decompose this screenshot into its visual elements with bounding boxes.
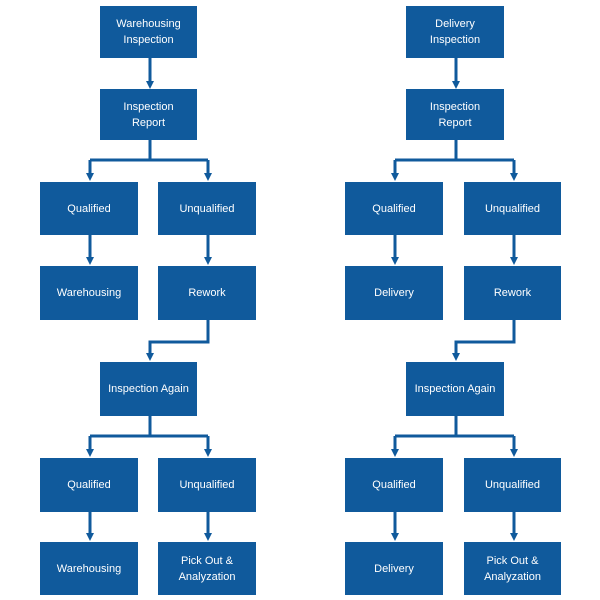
delivery-box-right-1: Delivery bbox=[345, 266, 443, 320]
rework-box-right: Rework bbox=[464, 266, 561, 320]
arrow-rework-to-again-right bbox=[452, 320, 516, 361]
warehousing-inspection-box: Warehousing Inspection bbox=[100, 6, 197, 58]
inspection-again-box-left: Inspection Again bbox=[100, 362, 197, 416]
unqualified-box-left-2: Unqualified bbox=[158, 458, 256, 512]
qualified-box-left-1: Qualified bbox=[40, 182, 138, 235]
inspection-report-box-right: Inspection Report bbox=[406, 89, 504, 140]
pick-out-box-right: Pick Out & Analyzation bbox=[464, 542, 561, 595]
pick-out-box-left: Pick Out & Analyzation bbox=[158, 542, 256, 595]
inspection-report-box-left: Inspection Report bbox=[100, 89, 197, 140]
connector-again-branch-right bbox=[393, 416, 516, 448]
delivery-inspection-box: Delivery Inspection bbox=[406, 6, 504, 58]
inspection-again-box-right: Inspection Again bbox=[406, 362, 504, 416]
unqualified-box-right-2: Unqualified bbox=[464, 458, 561, 512]
qualified-box-right-1: Qualified bbox=[345, 182, 443, 235]
warehousing-box-left-1: Warehousing bbox=[40, 266, 138, 320]
connector-again-branch-left bbox=[88, 416, 210, 448]
unqualified-box-left-1: Unqualified bbox=[158, 182, 256, 235]
delivery-box-right-2: Delivery bbox=[345, 542, 443, 595]
unqualified-box-right-1: Unqualified bbox=[464, 182, 561, 235]
rework-box-left: Rework bbox=[158, 266, 256, 320]
left-flow-connectors bbox=[86, 58, 212, 541]
qualified-box-left-2: Qualified bbox=[40, 458, 138, 512]
right-flow-connectors bbox=[391, 58, 518, 541]
qualified-box-right-2: Qualified bbox=[345, 458, 443, 512]
connector-report-branch-right bbox=[393, 140, 516, 176]
connector-report-branch-left bbox=[88, 140, 210, 176]
warehousing-box-left-2: Warehousing bbox=[40, 542, 138, 595]
arrow-rework-to-again-left bbox=[146, 320, 210, 361]
